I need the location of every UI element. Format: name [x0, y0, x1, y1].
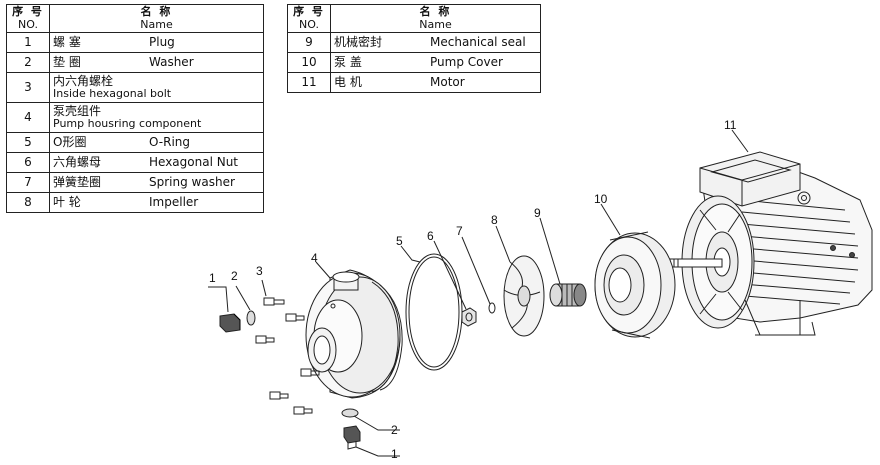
part-name-zh: 六角螺母 — [53, 154, 102, 169]
part-name: 电 机 Motor — [330, 72, 541, 93]
part-name-en: Mechanical seal — [430, 34, 526, 49]
callout-label: 6 — [427, 229, 434, 243]
part-name-en: Plug — [149, 34, 175, 49]
part-name-zh: 泵壳组件 — [53, 103, 102, 118]
header-name-zh: 名 称 — [140, 5, 173, 19]
callout-label: 1 — [391, 447, 398, 461]
header-no-zh: 序 号 — [293, 5, 325, 19]
part-name-en: Impeller — [149, 194, 199, 209]
part-name-en: Pump housring component — [53, 117, 202, 131]
header-name-en: Name — [140, 17, 173, 31]
part-name-zh: 泵 盖 — [334, 54, 362, 69]
header-name: 名 称 Name — [49, 4, 264, 33]
part-name-en: Inside hexagonal bolt — [53, 87, 172, 101]
callout-label: 5 — [396, 234, 403, 248]
plug-lower-drawing — [343, 425, 361, 450]
callout-label: 2 — [231, 269, 238, 283]
callout-label: 11 — [724, 118, 737, 132]
pump-housing-drawing — [305, 269, 403, 399]
part-name-en: Pump Cover — [430, 54, 503, 69]
plug-upper-drawing — [219, 313, 241, 333]
part-name: 六角螺母 Hexagonal Nut — [49, 152, 264, 173]
header-no-en: NO. — [18, 17, 38, 31]
header-no: 序 号 NO. — [6, 4, 50, 33]
leader-lines — [208, 129, 749, 457]
part-name-zh: 弹簧垫圈 — [53, 174, 102, 189]
pump-cover-drawing — [594, 231, 676, 339]
header-no-en: NO. — [299, 17, 319, 31]
part-name-zh: 机械密封 — [334, 34, 383, 49]
part-name: 叶 轮 Impeller — [49, 192, 264, 213]
part-name: 弹簧垫圈 Spring washer — [49, 172, 264, 193]
part-name-en: O-Ring — [149, 134, 191, 149]
part-name-zh: 电 机 — [334, 74, 362, 89]
callout-label: 8 — [491, 213, 498, 227]
part-name-zh: 垫 圈 — [53, 54, 81, 69]
impeller-drawing — [503, 255, 545, 337]
part-name-zh: 内六角螺栓 — [53, 73, 114, 88]
bolt-set-drawing — [255, 297, 320, 415]
part-name-en: Washer — [149, 54, 194, 69]
part-name-zh: 螺 塞 — [53, 34, 81, 49]
part-name-zh: 叶 轮 — [53, 194, 81, 209]
part-no: 3 — [6, 72, 50, 103]
callout-label: 9 — [534, 206, 541, 220]
part-name-en: Motor — [430, 74, 465, 89]
callout-label: 1 — [209, 271, 216, 285]
part-name-en: Hexagonal Nut — [149, 154, 239, 169]
callout-label: 7 — [456, 224, 463, 238]
washer-lower-drawing — [341, 408, 359, 418]
header-no-zh: 序 号 — [12, 5, 44, 19]
table-header: 序 号 NO. 名 称 Name — [6, 4, 264, 33]
callout-label: 10 — [594, 192, 608, 206]
mechanical-seal-drawing — [549, 283, 587, 307]
part-name: 螺 塞 Plug — [49, 32, 264, 53]
callout-label: 3 — [256, 264, 263, 278]
washer-upper-drawing — [246, 310, 256, 326]
hex-nut-drawing — [461, 307, 477, 327]
spring-washer-drawing — [488, 302, 496, 314]
o-ring-drawing — [405, 253, 463, 371]
callout-label: 4 — [311, 251, 318, 265]
header-name-en: Name — [419, 17, 452, 31]
motor-drawing — [667, 151, 873, 336]
header-name-zh: 名 称 — [419, 5, 452, 19]
callout-label: 2 — [391, 423, 398, 437]
part-name-en: Spring washer — [149, 174, 235, 189]
part-name-zh: O形圈 — [53, 134, 87, 149]
